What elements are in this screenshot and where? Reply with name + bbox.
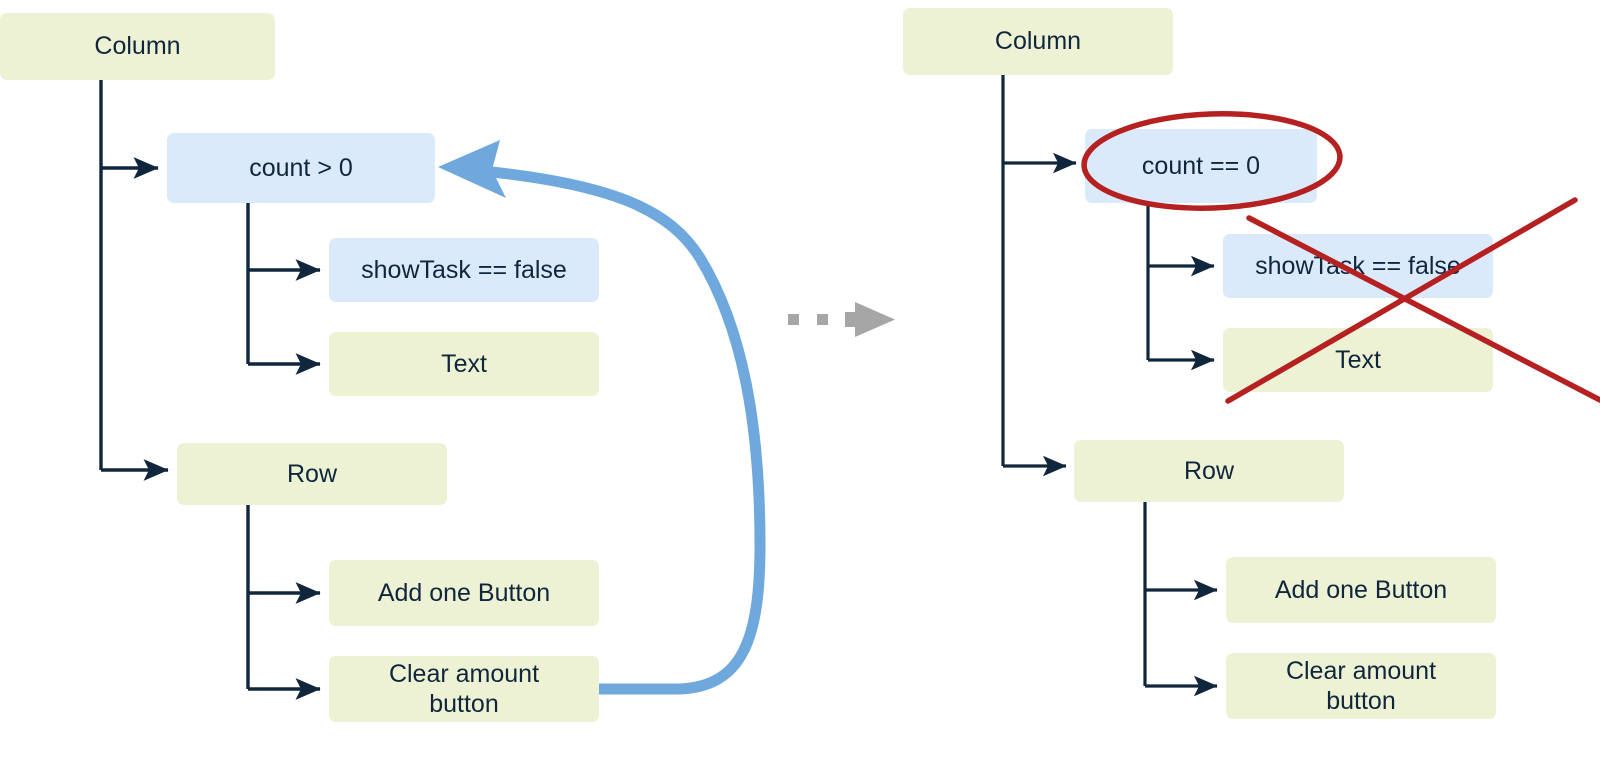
right-node-row[interactable]: Row	[1074, 440, 1344, 502]
left-node-add-one-button[interactable]: Add one Button	[329, 560, 599, 626]
right-node-text[interactable]: Text	[1223, 328, 1493, 392]
right-node-column[interactable]: Column	[903, 8, 1173, 75]
transition-arrow-icon	[788, 302, 895, 337]
left-node-column[interactable]: Column	[0, 13, 275, 80]
left-node-showtask[interactable]: showTask == false	[329, 238, 599, 302]
left-node-text[interactable]: Text	[329, 332, 599, 396]
left-node-clear-amount-button[interactable]: Clear amount button	[329, 656, 599, 722]
left-node-row[interactable]: Row	[177, 443, 447, 505]
right-node-clear-amount-button[interactable]: Clear amount button	[1226, 653, 1496, 719]
right-node-count[interactable]: count == 0	[1085, 129, 1317, 203]
right-node-showtask[interactable]: showTask == false	[1223, 234, 1493, 298]
left-node-count[interactable]: count > 0	[167, 133, 435, 203]
right-node-add-one-button[interactable]: Add one Button	[1226, 557, 1496, 623]
